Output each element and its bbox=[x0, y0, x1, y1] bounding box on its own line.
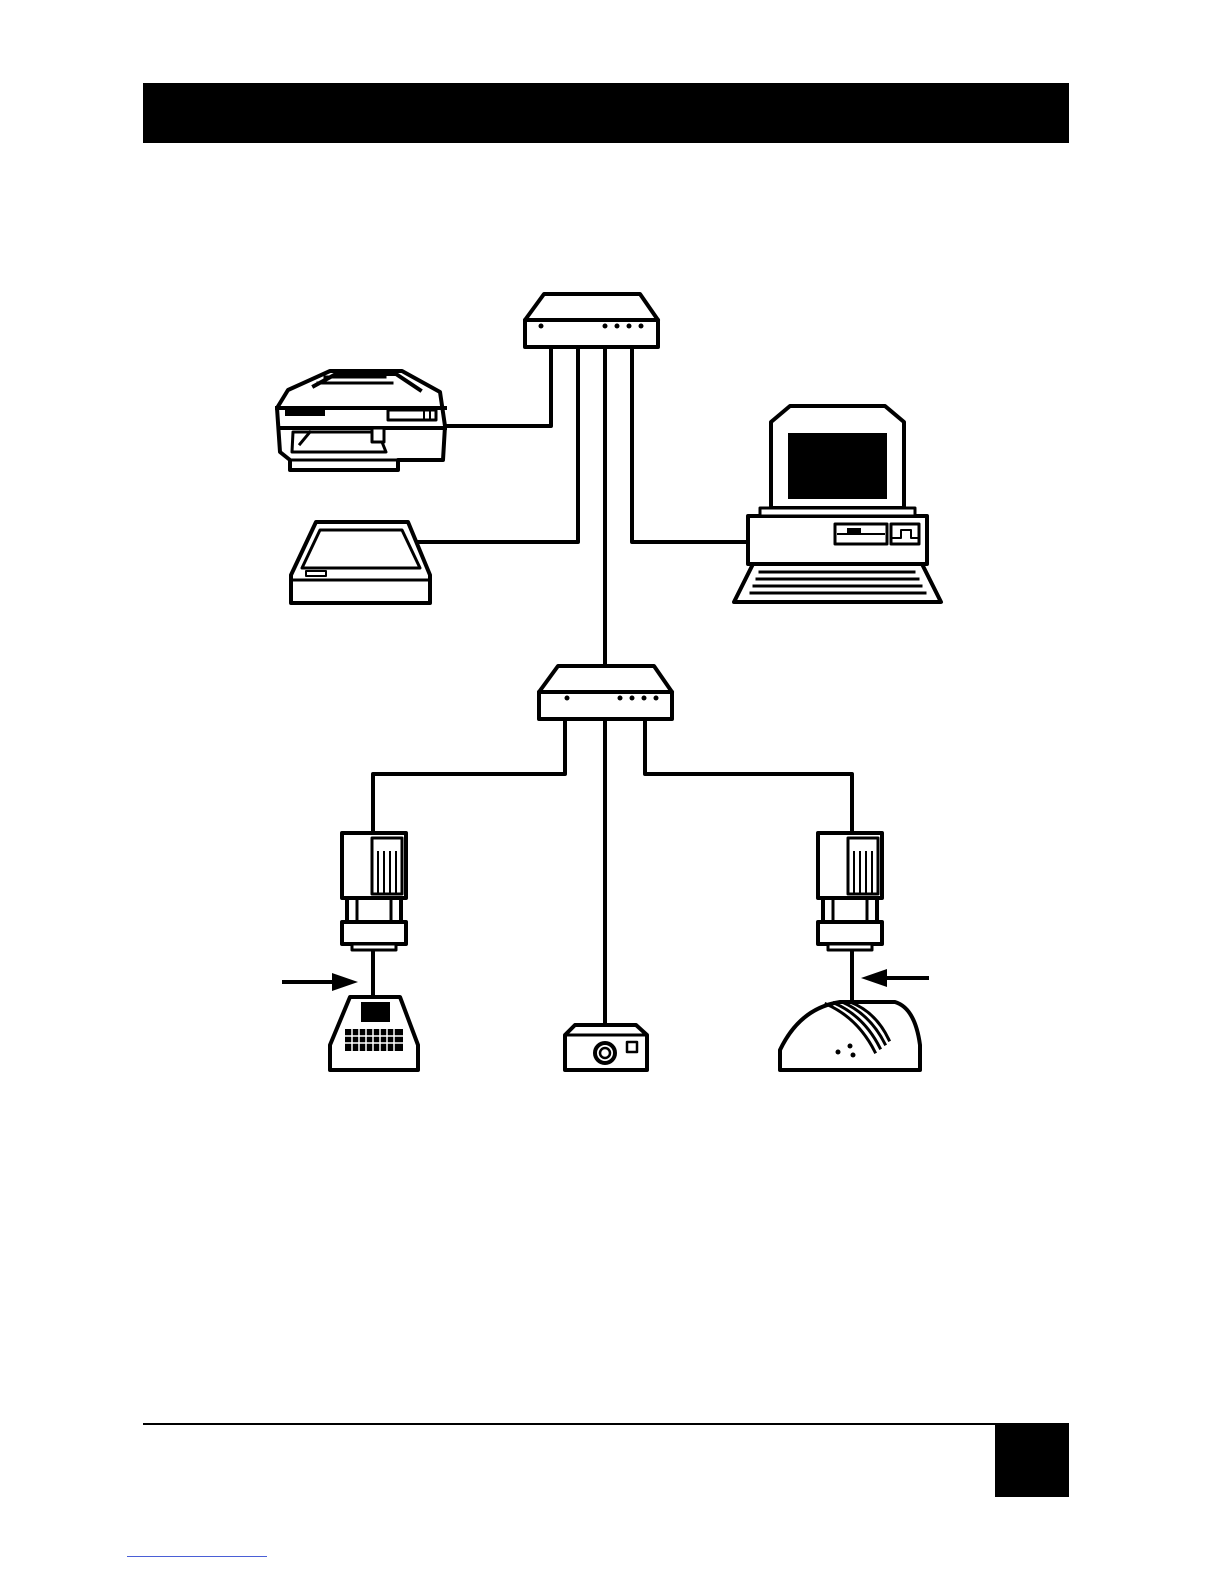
cable-hub-adapter-right bbox=[645, 718, 852, 833]
desktop-computer-icon bbox=[734, 406, 941, 602]
terminal-icon bbox=[330, 997, 418, 1070]
page-number-tab bbox=[995, 1423, 1069, 1497]
bottom-link-underline[interactable] bbox=[127, 1556, 267, 1557]
arrow-right-icon bbox=[284, 973, 358, 991]
cable-hub-printer bbox=[445, 347, 551, 426]
adapter-connector-icon bbox=[818, 833, 882, 950]
arrow-left-icon bbox=[861, 969, 927, 987]
cable-hub-workstation bbox=[632, 347, 748, 542]
printer-icon bbox=[277, 371, 445, 470]
footer-rule bbox=[143, 1423, 995, 1425]
modem-icon bbox=[780, 1002, 920, 1070]
cable-hub-adapter-left bbox=[373, 718, 565, 833]
adapter-connector-icon bbox=[342, 833, 406, 950]
network-hub-icon bbox=[539, 666, 672, 719]
projector-icon bbox=[565, 1025, 647, 1070]
network-hub-icon bbox=[525, 294, 658, 347]
flatbed-scanner-icon bbox=[291, 522, 430, 603]
